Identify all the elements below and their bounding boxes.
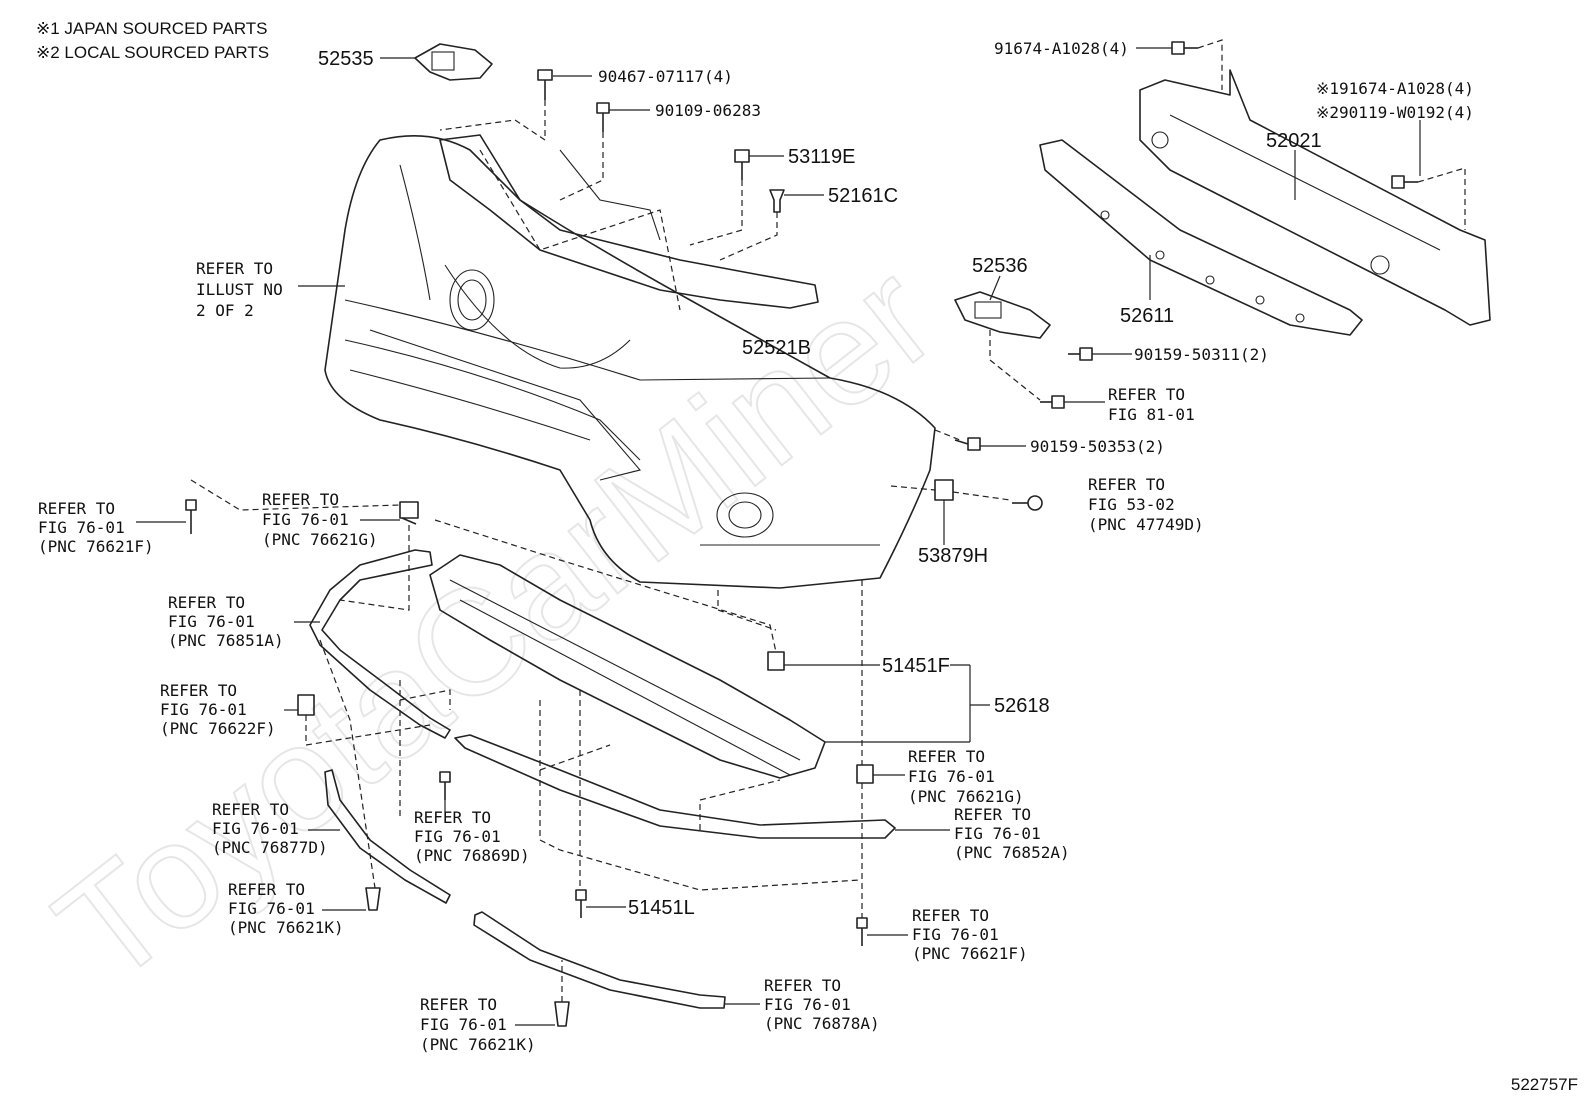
molding-76878a-illustration xyxy=(473,911,726,1009)
part-52021-label[interactable]: 52021 xyxy=(1266,130,1322,152)
ref-pnc-76877d[interactable]: REFER TO FIG 76-01 (PNC 76877D) xyxy=(212,800,328,857)
pin-icon xyxy=(365,887,381,911)
ref-pnc-76621f-right[interactable]: REFER TO FIG 76-01 (PNC 76621F) xyxy=(912,906,1028,963)
ref-pnc-76621f-left[interactable]: REFER TO FIG 76-01 (PNC 76621F) xyxy=(38,499,154,556)
molding-76877d-illustration xyxy=(324,769,451,904)
part-53119e-label[interactable]: 53119E xyxy=(788,146,855,168)
clip-icon xyxy=(734,149,750,180)
part-52535-label[interactable]: 52535 xyxy=(318,48,374,70)
part-91674-top-label[interactable]: 91674-A1028(4) xyxy=(994,39,1129,58)
bolt-icon xyxy=(1171,41,1198,55)
grommet-icon xyxy=(856,764,874,784)
part-90467-label[interactable]: 90467-07117(4) xyxy=(598,67,733,86)
diagram-code: 522757F xyxy=(1511,1075,1578,1094)
bolt-icon xyxy=(1068,347,1093,361)
bumper-cover-illustration xyxy=(324,135,936,589)
reinforcement-52021-illustration xyxy=(1139,69,1491,326)
part-52618-label[interactable]: 52618 xyxy=(994,695,1050,717)
ref-fig-81-01[interactable]: REFER TO FIG 81-01 xyxy=(1108,385,1195,424)
ref-pnc-76851a[interactable]: REFER TO FIG 76-01 (PNC 76851A) xyxy=(168,593,284,650)
part-51451l-label[interactable]: 51451L xyxy=(628,897,695,919)
part-52536-label[interactable]: 52536 xyxy=(972,255,1028,277)
bolt-icon xyxy=(1040,395,1065,409)
bracket-52535-illustration xyxy=(414,43,493,81)
ref-fig-53-02[interactable]: REFER TO FIG 53-02 (PNC 47749D) xyxy=(1088,475,1204,534)
part-90159-50353-label[interactable]: 90159-50353(2) xyxy=(1030,437,1165,456)
bolt-icon xyxy=(856,917,868,946)
ref-pnc-76621g-left[interactable]: REFER TO FIG 76-01 (PNC 76621G) xyxy=(262,490,378,549)
bolt-icon xyxy=(185,499,197,534)
ref-pnc-76621g-right[interactable]: REFER TO FIG 76-01 (PNC 76621G) xyxy=(908,747,1024,806)
part-91674-japan-label[interactable]: ※191674-A1028(4) xyxy=(1316,79,1474,98)
part-52611-label[interactable]: 52611 xyxy=(1120,305,1174,327)
undercover-52618-illustration xyxy=(429,554,826,779)
watermark: ToyotaCarMiner xyxy=(26,231,964,1015)
part-52161c-label[interactable]: 52161C xyxy=(828,185,898,207)
screw-icon xyxy=(596,102,610,132)
ref-pnc-76621k-bottom[interactable]: REFER TO FIG 76-01 (PNC 76621K) xyxy=(420,995,536,1054)
assembly-lines xyxy=(190,39,1466,1002)
grommet-icon xyxy=(767,651,785,671)
bolt-icon xyxy=(575,889,587,918)
note-japan-sourced: ※1 JAPAN SOURCED PARTS xyxy=(36,19,268,38)
part-90159-50311-label[interactable]: 90159-50311(2) xyxy=(1134,345,1269,364)
ref-pnc-76621k-left[interactable]: REFER TO FIG 76-01 (PNC 76621K) xyxy=(228,880,344,937)
bolt-icon xyxy=(439,771,451,800)
clip-icon xyxy=(934,479,954,501)
part-51451f-label[interactable]: 51451F xyxy=(882,655,950,677)
part-90119-local-label[interactable]: ※290119-W0192(4) xyxy=(1316,103,1474,122)
ref-pnc-76852a[interactable]: REFER TO FIG 76-01 (PNC 76852A) xyxy=(954,805,1070,862)
bracket-52536-illustration xyxy=(954,291,1051,339)
bulb-icon xyxy=(1012,495,1043,511)
ref-pnc-76622f[interactable]: REFER TO FIG 76-01 (PNC 76622F) xyxy=(160,681,276,738)
lower-spoiler-right-illustration xyxy=(454,734,896,839)
bolt-icon xyxy=(1391,175,1418,189)
grommet-icon xyxy=(399,501,419,525)
note-local-sourced: ※2 LOCAL SOURCED PARTS xyxy=(36,43,269,62)
ref-pnc-76869d[interactable]: REFER TO FIG 76-01 (PNC 76869D) xyxy=(414,808,530,865)
pin-icon xyxy=(554,1001,570,1027)
leader-lines xyxy=(136,47,1421,1026)
bolt-icon xyxy=(954,437,981,451)
absorber-52611-illustration xyxy=(1039,139,1363,336)
ref-pnc-76878a[interactable]: REFER TO FIG 76-01 (PNC 76878A) xyxy=(764,976,880,1033)
bolt-icon xyxy=(537,69,553,100)
part-52521b-label[interactable]: 52521B xyxy=(742,337,811,359)
lower-spoiler-left-illustration xyxy=(309,549,451,739)
ref-illust-2of2[interactable]: REFER TO ILLUST NO 2 OF 2 xyxy=(196,259,292,320)
upper-retainer-illustration xyxy=(439,134,819,309)
part-90109-label[interactable]: 90109-06283 xyxy=(655,101,761,120)
part-53879h-label[interactable]: 53879H xyxy=(918,545,988,567)
clip-icon xyxy=(769,189,785,213)
